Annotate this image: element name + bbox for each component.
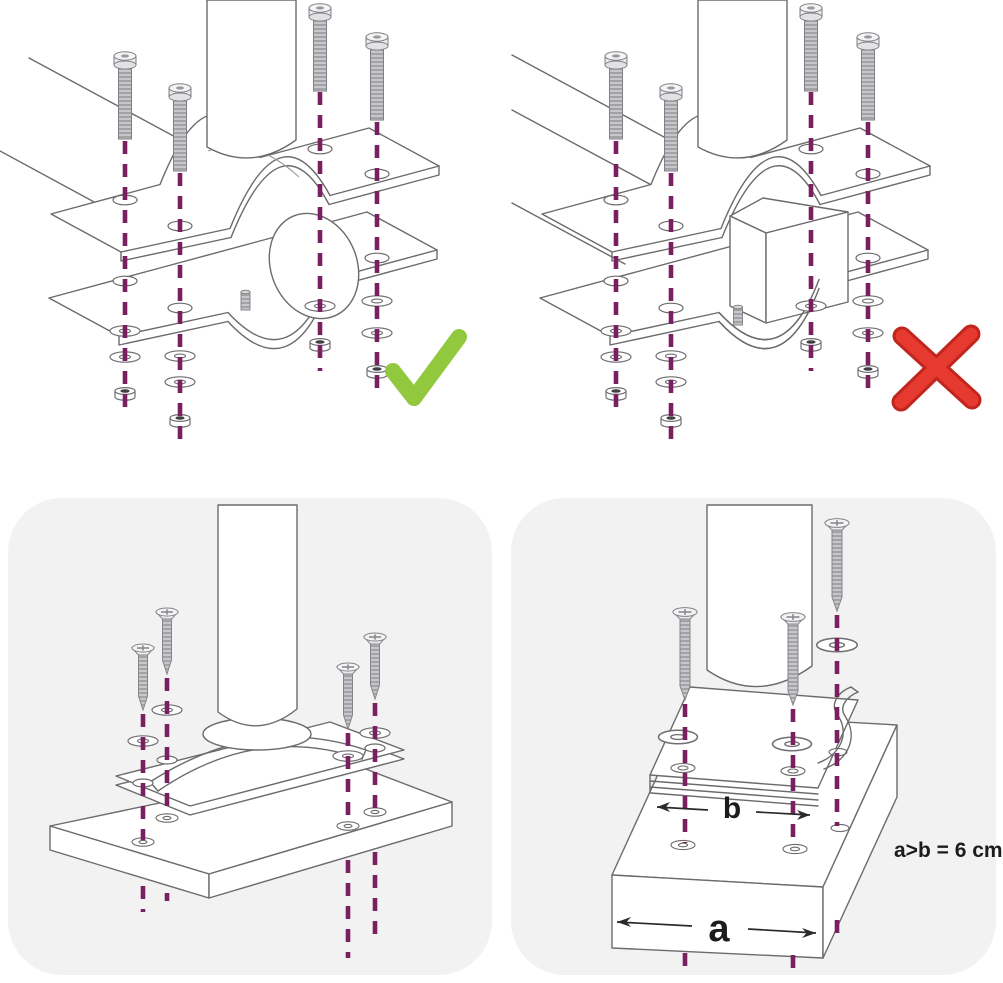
- quadrant-bottom-right: b a a>b = 6 cm: [511, 498, 1003, 975]
- vertical-pole: [217, 504, 298, 727]
- nut-icon: [169, 414, 191, 428]
- vertical-pole: [706, 504, 813, 688]
- square-post: [729, 197, 849, 324]
- bolt-icon: [856, 32, 880, 121]
- quadrant-top-left: [0, 0, 467, 445]
- vertical-pole: [206, 0, 297, 159]
- bolt-icon: [113, 51, 137, 140]
- guide-lines: [122, 92, 380, 445]
- guide-lines: [682, 615, 840, 975]
- check-icon: [385, 329, 467, 406]
- stud-icon: [240, 289, 251, 311]
- cross-icon: [891, 324, 982, 412]
- guide-lines: [140, 678, 378, 958]
- quadrant-top-right: [511, 0, 982, 445]
- dimension-label-b: b: [723, 792, 741, 825]
- stud-icon: [733, 304, 743, 326]
- dimension-label-a: a: [708, 908, 730, 950]
- guide-lines: [613, 92, 871, 445]
- washer-icon: [657, 729, 699, 745]
- bolt-icon: [308, 3, 332, 92]
- washer-icon: [361, 295, 393, 307]
- board: [49, 762, 453, 899]
- dimension-b: b: [656, 792, 811, 825]
- board-holes: [131, 807, 387, 847]
- bolt-icon: [604, 51, 628, 140]
- square-bar-lines: [511, 54, 689, 265]
- bolt-icon: [799, 3, 823, 92]
- bolt-icon: [365, 32, 389, 121]
- block-holes: [670, 823, 850, 855]
- vertical-pole: [697, 0, 788, 159]
- washer-icon: [852, 295, 884, 307]
- quadrant-bottom-left: [8, 498, 492, 975]
- nut-icon: [660, 414, 682, 428]
- round-pipe-end: [268, 212, 360, 320]
- dimension-a: a: [616, 908, 817, 950]
- dimension-note: a>b = 6 cm: [894, 839, 1003, 862]
